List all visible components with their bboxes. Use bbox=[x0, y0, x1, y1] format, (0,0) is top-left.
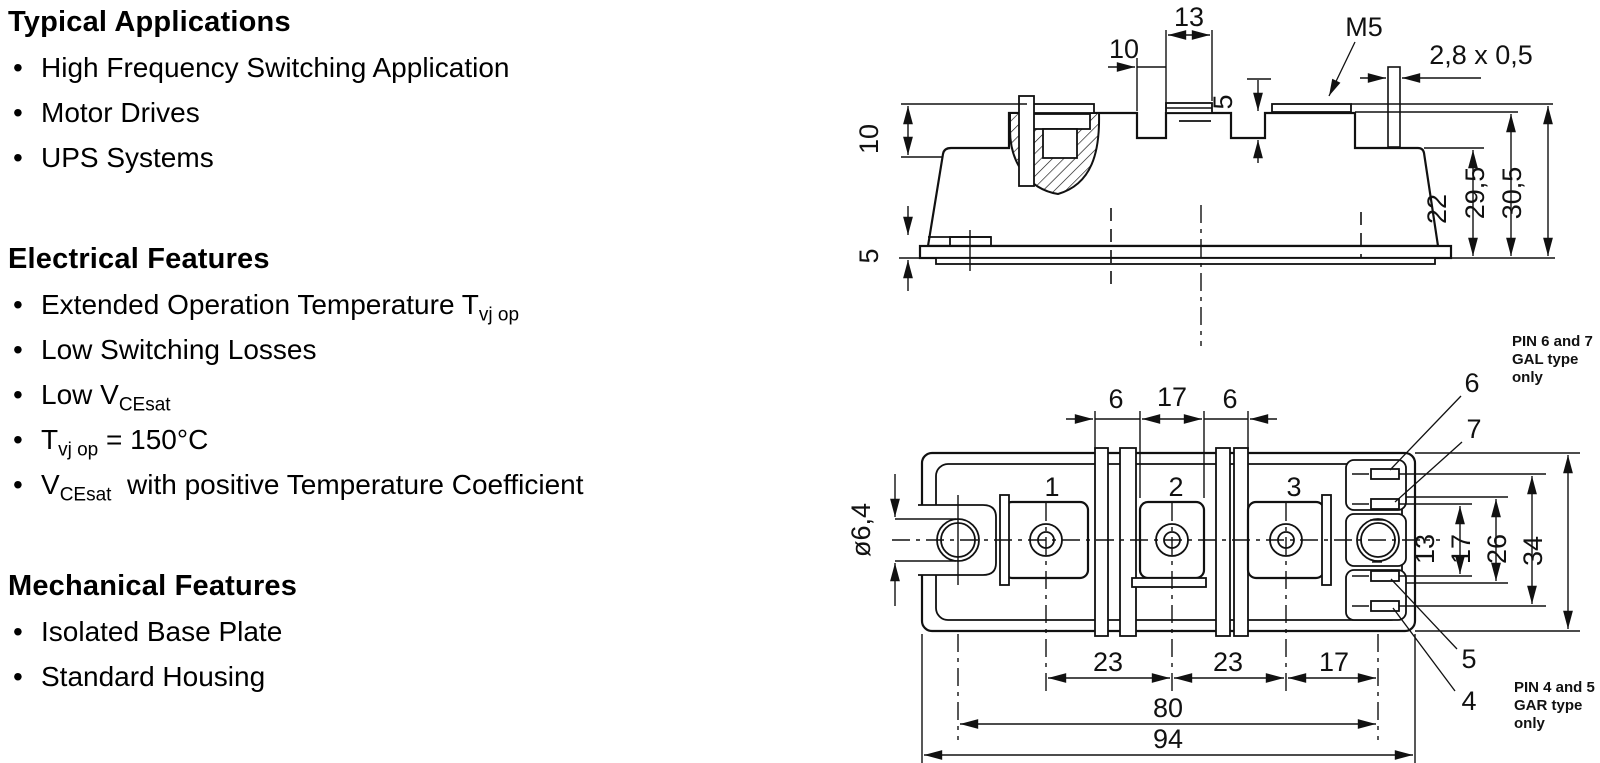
flat-pin bbox=[1387, 66, 1401, 148]
m5-label: M5 bbox=[1345, 12, 1383, 42]
dim-5-left: 5 bbox=[854, 248, 884, 263]
feature-bullet-item: •Extended Operation Temperature Tvj op bbox=[8, 284, 828, 329]
feature-section: Typical Applications •High Frequency Swit… bbox=[8, 2, 828, 182]
terminal-3-label: 3 bbox=[1286, 472, 1301, 502]
terminal-clamp bbox=[1018, 95, 1035, 187]
bullet-icon: • bbox=[13, 142, 23, 173]
feature-bullet-item: •High Frequency Switching Application bbox=[8, 47, 828, 92]
dim-30-5: 30,5 bbox=[1497, 167, 1527, 220]
dim-17-top: 17 bbox=[1157, 382, 1187, 412]
dim-10-top: 10 bbox=[1109, 34, 1139, 64]
dim-6-left: 6 bbox=[1108, 384, 1123, 414]
pin-5 bbox=[1370, 570, 1400, 582]
feature-bullet-item: •Low Switching Losses bbox=[8, 329, 828, 374]
dim-94: 94 bbox=[1153, 724, 1183, 754]
dim-34: 34 bbox=[1518, 536, 1548, 566]
feature-bullet-item: •UPS Systems bbox=[8, 137, 828, 182]
terminal-1-label: 1 bbox=[1044, 472, 1059, 502]
note-gal-type: PIN 6 and 7 GAL type only bbox=[1512, 333, 1593, 386]
dim-6-right: 6 bbox=[1222, 384, 1237, 414]
feature-section: Electrical Features •Extended Operation T… bbox=[8, 239, 828, 509]
module-body-profile bbox=[926, 111, 1440, 248]
side-view: 10 5 10 13 5 M5 2,8 x 0,5 bbox=[854, 2, 1555, 346]
note-line: GAR type bbox=[1514, 697, 1582, 714]
dim-hole-dia: ø6,4 bbox=[846, 503, 876, 557]
channel-rib bbox=[1094, 447, 1109, 637]
feature-bullet-item: •VCEsat with positive Temperature Coeffi… bbox=[8, 464, 828, 509]
m5-terminal-plate bbox=[1271, 103, 1352, 113]
note-line: GAL type bbox=[1512, 351, 1578, 368]
dim-26: 26 bbox=[1482, 534, 1512, 564]
pin-6 bbox=[1370, 468, 1400, 480]
note-line: PIN 4 and 5 bbox=[1514, 679, 1595, 696]
dim-10-left: 10 bbox=[854, 124, 884, 154]
pin-7-label: 7 bbox=[1466, 414, 1481, 444]
dim-22: 22 bbox=[1422, 194, 1452, 224]
terminal-2-label: 2 bbox=[1168, 472, 1183, 502]
dim-13: 13 bbox=[1174, 2, 1204, 32]
note-gar-type: PIN 4 and 5 GAR type only bbox=[1514, 679, 1595, 732]
section-heading: Mechanical Features bbox=[8, 570, 298, 602]
bullet-icon: • bbox=[13, 97, 23, 128]
bullet-icon: • bbox=[13, 424, 23, 455]
feature-bullet-item: •Motor Drives bbox=[8, 92, 828, 137]
dim-17-bottom: 17 bbox=[1319, 647, 1349, 677]
pin-7 bbox=[1370, 498, 1400, 510]
channel-rib bbox=[1233, 447, 1249, 637]
bullet-icon: • bbox=[13, 289, 23, 320]
note-line: PIN 6 and 7 bbox=[1512, 333, 1593, 350]
top-view: 1 2 3 6 17 6 ø6,4 bbox=[846, 333, 1595, 763]
dim-5-notch: 5 bbox=[1208, 94, 1238, 109]
feature-bullet-item: •Low VCEsat bbox=[8, 374, 828, 419]
dim-pin-size: 2,8 x 0,5 bbox=[1429, 40, 1533, 70]
bullet-icon: • bbox=[13, 52, 23, 83]
note-line: only bbox=[1514, 715, 1545, 732]
pin-5-label: 5 bbox=[1461, 644, 1476, 674]
channel-rib bbox=[1215, 447, 1231, 637]
section-heading: Typical Applications bbox=[8, 6, 291, 38]
feature-bullet-item: •Tvj op = 150°C bbox=[8, 419, 828, 464]
terminal-busbar bbox=[1026, 113, 1091, 130]
features-panel: Typical Applications •High Frequency Swit… bbox=[8, 2, 828, 701]
baseplate-lip bbox=[935, 257, 1436, 265]
terminal-nut bbox=[1042, 128, 1078, 159]
bullet-icon: • bbox=[13, 469, 23, 500]
pin-4-label: 4 bbox=[1461, 686, 1476, 716]
section-heading: Electrical Features bbox=[8, 243, 270, 275]
feature-bullet-item: •Standard Housing bbox=[8, 656, 828, 701]
feature-bullet-item: •Isolated Base Plate bbox=[8, 611, 828, 656]
dim-29-5: 29,5 bbox=[1460, 167, 1490, 220]
bullet-icon: • bbox=[13, 334, 23, 365]
bullet-icon: • bbox=[13, 616, 23, 647]
dim-23-b: 23 bbox=[1213, 647, 1243, 677]
dim-17-right: 17 bbox=[1446, 534, 1476, 564]
terminal-2-bottom-bar bbox=[1131, 577, 1207, 588]
bullet-icon: • bbox=[13, 379, 23, 410]
dim-13-right: 13 bbox=[1410, 534, 1440, 564]
feature-section: Mechanical Features•Isolated Base Plate•… bbox=[8, 566, 828, 701]
dim-23-a: 23 bbox=[1093, 647, 1123, 677]
baseplate bbox=[918, 244, 1453, 260]
note-line: only bbox=[1512, 369, 1543, 386]
channel-rib bbox=[1119, 447, 1137, 637]
bullet-icon: • bbox=[13, 661, 23, 692]
terminal-plate bbox=[1026, 103, 1095, 114]
dim-80: 80 bbox=[1153, 693, 1183, 723]
pin-6-label: 6 bbox=[1464, 368, 1479, 398]
